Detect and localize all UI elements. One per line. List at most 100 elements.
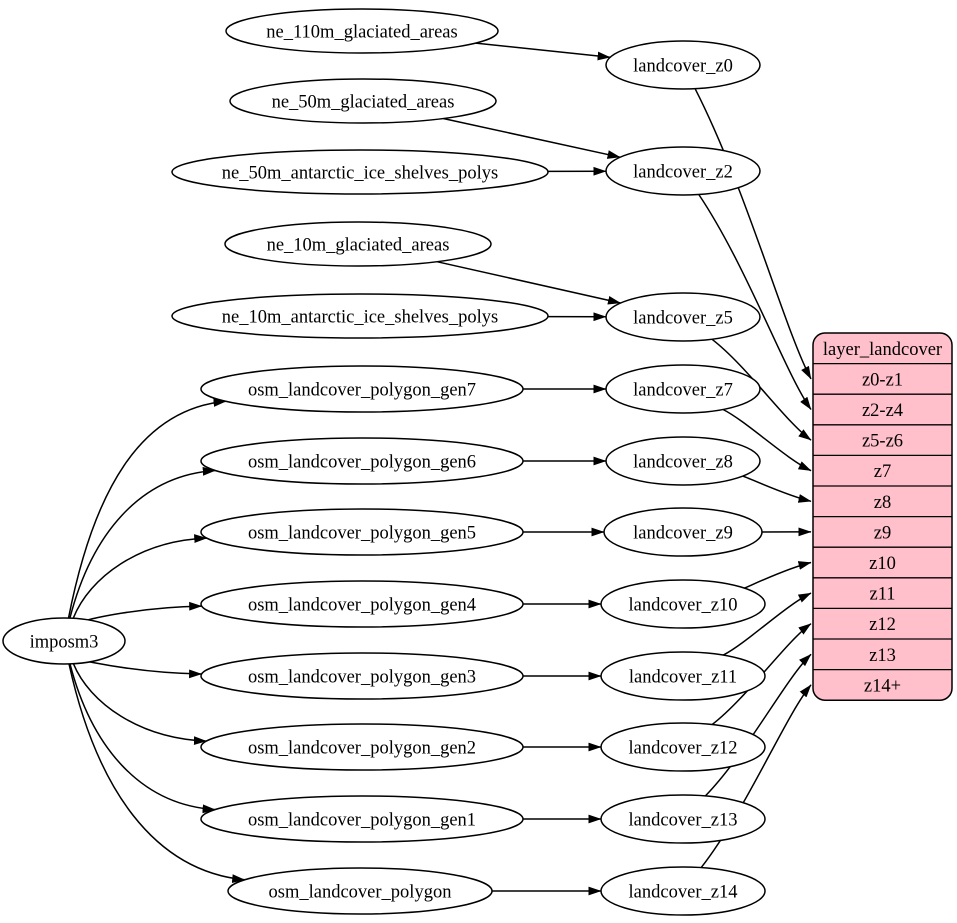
node-shape-landcover_z7: [605, 364, 761, 414]
node-label-ne_110m_glaciated_areas: ne_110m_glaciated_areas: [266, 23, 457, 43]
edge-landcover_z10-layer_landcover-z10: [744, 561, 812, 589]
edge-landcover_z12-layer_landcover-z12: [711, 623, 812, 726]
node-shape-imposm3: [2, 617, 126, 665]
node-label-landcover_z2: landcover_z2: [633, 163, 733, 183]
edge-imposm3-osm_landcover_polygon_gen6: [69, 466, 216, 619]
table-row-z5-z6: z5-z6: [862, 432, 903, 452]
node-landcover_z9: landcover_z9: [603, 507, 763, 557]
node-label-landcover_z13: landcover_z13: [629, 811, 738, 831]
node-imposm3: imposm3: [2, 617, 126, 665]
node-label-landcover_z10: landcover_z10: [629, 596, 738, 616]
node-label-osm_landcover_polygon_gen4: osm_landcover_polygon_gen4: [248, 596, 476, 616]
node-shape-osm_landcover_polygon_gen2: [200, 723, 524, 771]
node-landcover_z14: landcover_z14: [600, 866, 766, 916]
node-landcover_z0: landcover_z0: [605, 40, 761, 90]
node-label-landcover_z5: landcover_z5: [633, 309, 733, 329]
node-label-ne_10m_glaciated_areas: ne_10m_glaciated_areas: [267, 236, 450, 256]
edge-imposm3-osm_landcover_polygon_gen4: [87, 601, 203, 621]
edge-ne_10m_glaciated_areas-landcover_z5: [436, 260, 621, 305]
node-shape-ne_110m_glaciated_areas: [225, 8, 499, 54]
node-label-osm_landcover_polygon_gen6: osm_landcover_polygon_gen6: [248, 453, 476, 473]
node-osm_landcover_polygon_gen2: osm_landcover_polygon_gen2: [200, 723, 524, 771]
node-label-landcover_z0: landcover_z0: [633, 57, 733, 77]
table-row-z8: z8: [874, 493, 891, 513]
edge-landcover_z2-layer_landcover-z2-z4: [698, 194, 812, 410]
node-ne_110m_glaciated_areas: ne_110m_glaciated_areas: [225, 8, 499, 54]
edge-landcover_z5-layer_landcover-z5-z6: [711, 338, 812, 441]
node-landcover_z2: landcover_z2: [605, 146, 761, 196]
node-osm_landcover_polygon_gen1: osm_landcover_polygon_gen1: [200, 795, 524, 843]
table-row-z0-z1: z0-z1: [862, 370, 903, 390]
node-osm_landcover_polygon_gen4: osm_landcover_polygon_gen4: [200, 580, 524, 628]
node-shape-ne_10m_antarctic_ice_shelves_polys: [171, 293, 549, 339]
node-label-ne_10m_antarctic_ice_shelves_polys: ne_10m_antarctic_ice_shelves_polys: [222, 308, 498, 328]
table-row-z10: z10: [869, 554, 896, 574]
node-osm_landcover_polygon_gen6: osm_landcover_polygon_gen6: [200, 437, 524, 485]
node-landcover_z13: landcover_z13: [600, 794, 766, 844]
node-shape-landcover_z2: [605, 146, 761, 196]
node-osm_landcover_polygon: osm_landcover_polygon: [227, 867, 493, 915]
node-ne_10m_glaciated_areas: ne_10m_glaciated_areas: [224, 221, 492, 267]
node-shape-landcover_z14: [600, 866, 766, 916]
node-shape-osm_landcover_polygon_gen3: [200, 652, 524, 700]
edge-landcover_z13-layer_landcover-z13: [704, 653, 812, 797]
node-label-landcover_z14: landcover_z14: [629, 883, 738, 903]
node-shape-landcover_z5: [605, 292, 761, 342]
node-label-ne_50m_antarctic_ice_shelves_polys: ne_50m_antarctic_ice_shelves_polys: [222, 164, 498, 184]
node-shape-ne_50m_antarctic_ice_shelves_polys: [171, 149, 549, 195]
node-osm_landcover_polygon_gen3: osm_landcover_polygon_gen3: [200, 652, 524, 700]
node-shape-osm_landcover_polygon_gen6: [200, 437, 524, 485]
node-shape-osm_landcover_polygon_gen4: [200, 580, 524, 628]
edge-landcover_z11-layer_landcover-z11: [722, 592, 812, 656]
edge-imposm3-osm_landcover_polygon_gen7: [67, 398, 227, 619]
node-label-landcover_z8: landcover_z8: [633, 453, 733, 473]
node-shape-osm_landcover_polygon_gen1: [200, 795, 524, 843]
node-osm_landcover_polygon_gen5: osm_landcover_polygon_gen5: [200, 508, 524, 556]
node-landcover_z7: landcover_z7: [605, 364, 761, 414]
table-row-z9: z9: [874, 523, 891, 543]
edge-imposm3-osm_landcover_polygon_gen2: [72, 663, 207, 746]
edge-landcover_z0-layer_landcover-z0-z1: [694, 88, 812, 380]
node-shape-landcover_z9: [603, 507, 763, 557]
node-shape-osm_landcover_polygon_gen7: [200, 365, 524, 413]
node-ne_10m_antarctic_ice_shelves_polys: ne_10m_antarctic_ice_shelves_polys: [171, 293, 549, 339]
node-label-osm_landcover_polygon_gen3: osm_landcover_polygon_gen3: [248, 668, 476, 688]
edge-imposm3-osm_landcover_polygon_gen5: [72, 534, 208, 619]
node-label-landcover_z9: landcover_z9: [633, 524, 733, 544]
edge-landcover_z7-layer_landcover-z7: [722, 408, 812, 472]
node-label-landcover_z11: landcover_z11: [629, 668, 737, 688]
node-ne_50m_glaciated_areas: ne_50m_glaciated_areas: [229, 78, 497, 124]
node-shape-landcover_z8: [605, 436, 761, 486]
node-label-osm_landcover_polygon: osm_landcover_polygon: [269, 883, 452, 903]
node-label-osm_landcover_polygon_gen2: osm_landcover_polygon_gen2: [248, 739, 476, 759]
table-row-z7: z7: [874, 462, 891, 482]
node-label-osm_landcover_polygon_gen7: osm_landcover_polygon_gen7: [248, 381, 476, 401]
node-osm_landcover_polygon_gen7: osm_landcover_polygon_gen7: [200, 365, 524, 413]
edges-layer: [67, 42, 812, 896]
node-shape-landcover_z11: [600, 651, 766, 701]
node-landcover_z5: landcover_z5: [605, 292, 761, 342]
node-shape-landcover_z12: [600, 722, 766, 772]
node-ne_50m_antarctic_ice_shelves_polys: ne_50m_antarctic_ice_shelves_polys: [171, 149, 549, 195]
node-shape-ne_10m_glaciated_areas: [224, 221, 492, 267]
table-row-z13: z13: [869, 646, 896, 666]
edge-landcover_z14-layer_landcover-z14+: [700, 684, 812, 869]
node-shape-ne_50m_glaciated_areas: [229, 78, 497, 124]
node-label-landcover_z12: landcover_z12: [629, 739, 738, 759]
node-landcover_z11: landcover_z11: [600, 651, 766, 701]
table-row-z11: z11: [869, 585, 895, 605]
node-label-landcover_z7: landcover_z7: [633, 381, 733, 401]
table-title: layer_landcover: [823, 340, 942, 360]
node-landcover_z10: landcover_z10: [600, 579, 766, 629]
node-landcover_z12: landcover_z12: [600, 722, 766, 772]
edge-imposm3-osm_landcover_polygon: [68, 663, 246, 883]
node-label-imposm3: imposm3: [30, 633, 99, 653]
node-shape-landcover_z10: [600, 579, 766, 629]
edge-ne_110m_glaciated_areas-landcover_z0: [475, 42, 611, 61]
edge-landcover_z8-layer_landcover-z8: [742, 475, 812, 503]
node-shape-osm_landcover_polygon: [227, 867, 493, 915]
node-shape-landcover_z0: [605, 40, 761, 90]
edge-imposm3-osm_landcover_polygon_gen1: [69, 663, 216, 814]
